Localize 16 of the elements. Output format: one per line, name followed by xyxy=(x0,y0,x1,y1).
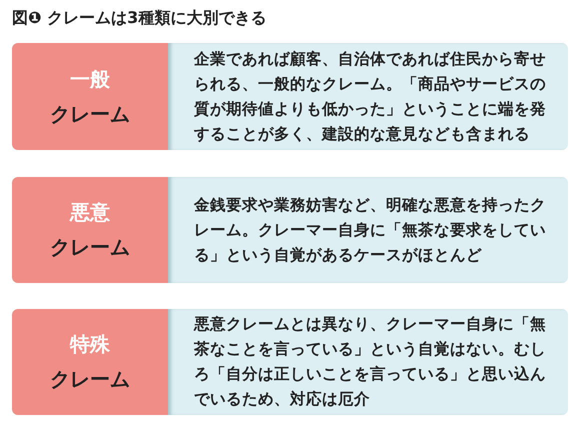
category-label-panel xyxy=(12,43,168,150)
category-label-panel xyxy=(12,177,168,283)
category-subheading: クレーム xyxy=(50,366,130,393)
category-subheading: クレーム xyxy=(50,234,130,261)
description-text: 企業であれば顧客、自治体であれば住民から寄せられる、一般的なクレーム。「商品やサービスの質が期待値よりも低かった」ということに端を発することが多く、建設的な意見なども含まれる xyxy=(194,48,547,144)
category-label-panel xyxy=(12,309,168,415)
description-panel xyxy=(168,309,568,415)
figure-title: 図❶ クレームは3種類に大別できる xyxy=(12,8,266,29)
category-heading: 一般 xyxy=(70,66,110,92)
category-heading: 悪意 xyxy=(70,199,110,226)
description-panel xyxy=(168,177,568,283)
category-heading: 特殊 xyxy=(70,331,110,358)
description-text: 悪意クレームとは異なり、クレーマー自身に「無茶なことを言っている」という自覚はない。むしろ「自分は正しいことを言っている」と思い込んでいるため、対応は厄介 xyxy=(194,314,547,410)
description-panel xyxy=(168,43,568,150)
category-subheading: クレーム xyxy=(50,100,130,128)
description-text: 金銭要求や業務妨害など、明確な悪意を持ったクレーム。クレーマー自身に「無茶な要求をしている」という自覚があるケースがほとんど xyxy=(194,194,547,266)
